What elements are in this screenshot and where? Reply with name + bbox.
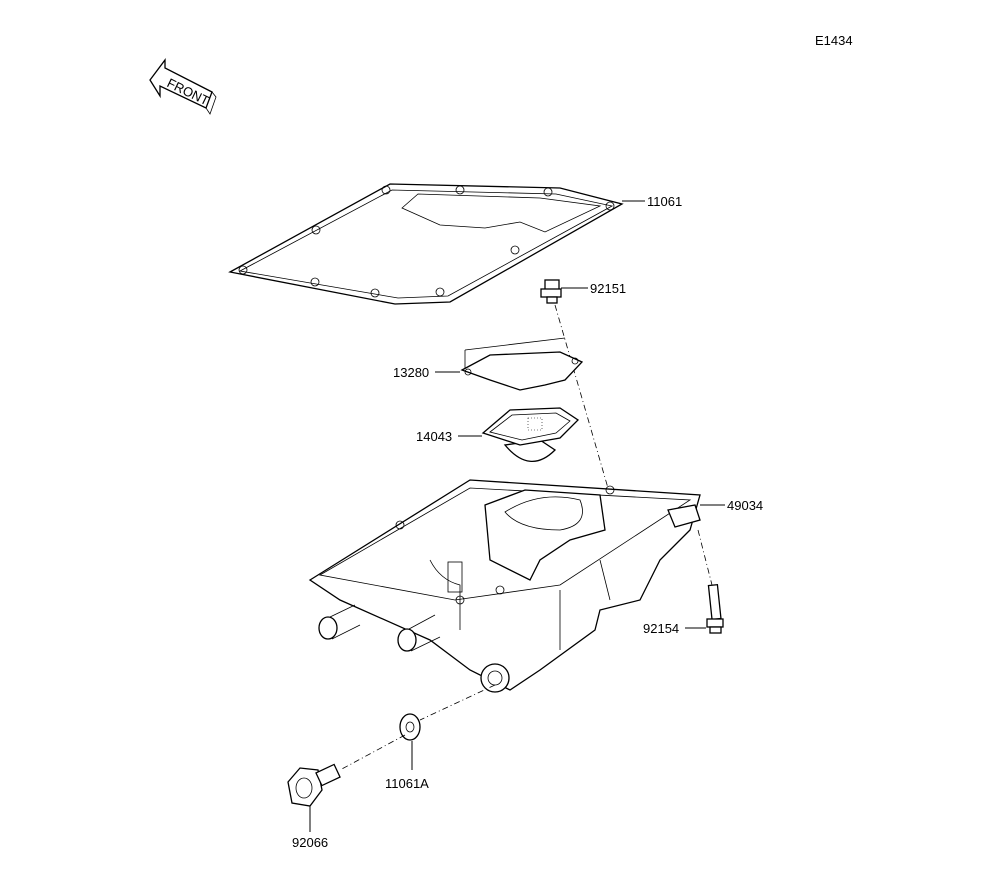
part-label-13280: 13280: [393, 365, 429, 380]
drain-plug-92066: [287, 763, 341, 807]
plate-13280: [460, 337, 584, 391]
oil-strainer-14043: [481, 407, 580, 463]
part-label-92066: 92066: [292, 835, 328, 850]
part-label-11061: 11061: [647, 194, 682, 209]
diagram-code: E1434: [815, 33, 853, 48]
oil-pan-49034: [308, 479, 701, 693]
part-label-14043: 14043: [416, 429, 452, 444]
gasket-11061: [228, 183, 624, 305]
part-label-11061A: 11061A: [385, 776, 429, 791]
part-label-49034: 49034: [727, 498, 763, 513]
part-label-92154: 92154: [643, 621, 679, 636]
washer-11061A: [399, 713, 421, 741]
bolt-92154: [706, 583, 724, 634]
front-arrow-icon: FRONT: [149, 58, 217, 115]
part-label-92151: 92151: [590, 281, 626, 296]
bolt-92151: [540, 279, 562, 304]
